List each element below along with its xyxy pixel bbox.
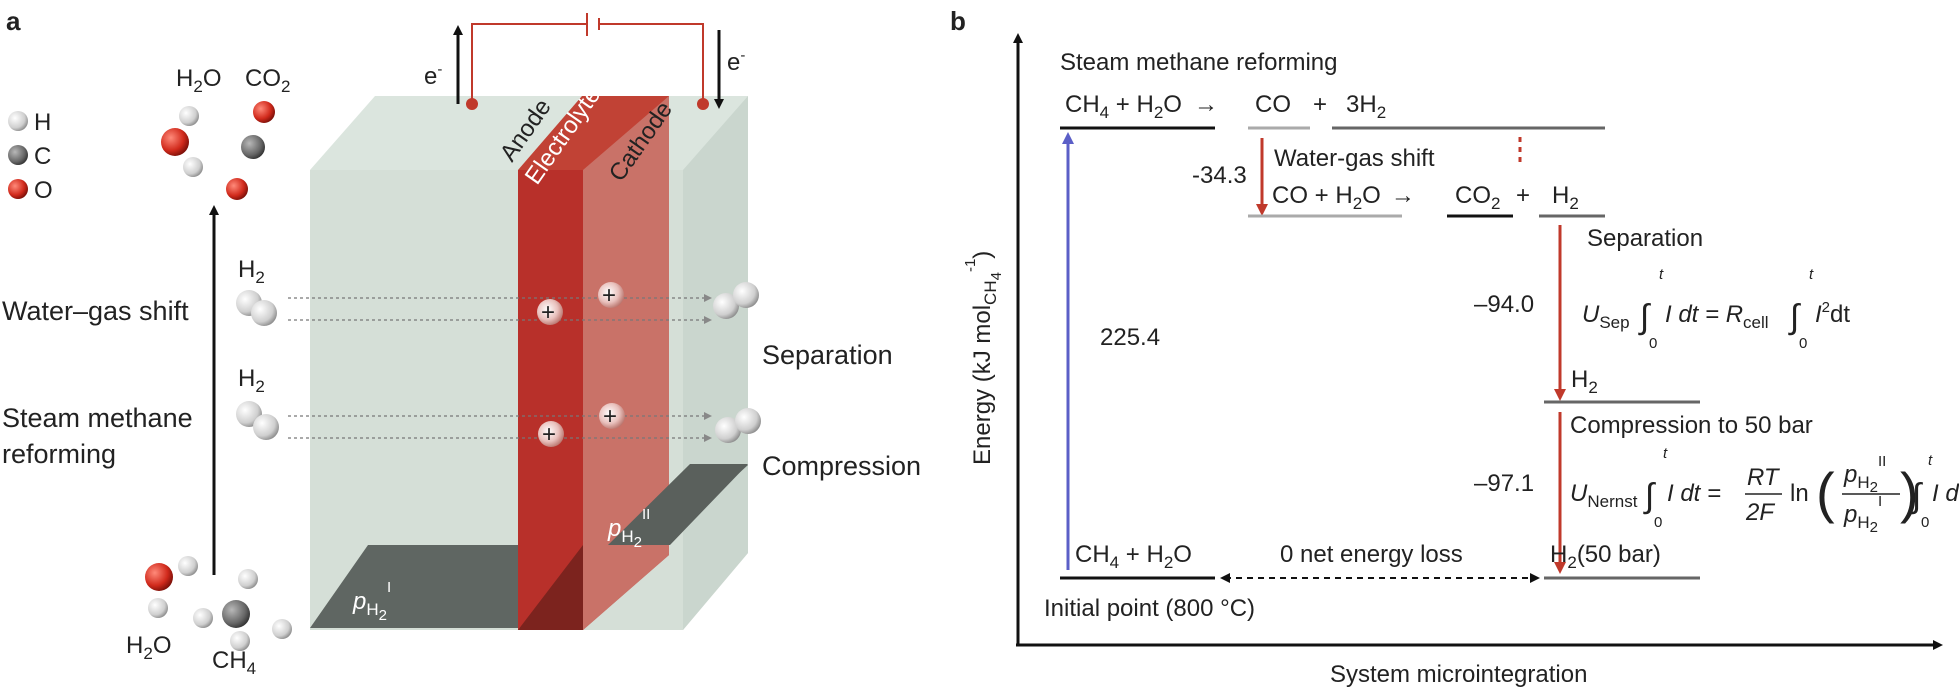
co2-molecule-icon [226, 101, 275, 200]
smr-title: Steam methane reforming [1060, 49, 1337, 76]
svg-text:+: + [541, 299, 555, 326]
svg-text:2F: 2F [1745, 499, 1775, 526]
svg-text:t: t [1663, 445, 1668, 462]
svg-text:I dt =: I dt = [1667, 480, 1721, 507]
svg-text:): ) [1900, 461, 1919, 524]
high-pressure-plate [608, 464, 748, 545]
svg-text:+: + [603, 403, 617, 430]
svg-text:(: ( [1816, 461, 1835, 524]
wgs-step-label: Water–gas shift [2, 296, 189, 326]
y-axis-label: Energy (kJ molCH4-1) [962, 251, 1005, 465]
svg-text:I2dt: I2dt [1815, 299, 1850, 328]
carbon-atom-icon [8, 145, 28, 165]
panel-b-label: b [950, 6, 966, 36]
svg-text:pH2I: pH2I [1843, 493, 1882, 536]
net-loss-label: 0 net energy loss [1280, 541, 1463, 568]
separation-title: Separation [1587, 225, 1703, 252]
wgs-energy-value: -34.3 [1192, 162, 1247, 189]
smr-plus: + [1313, 91, 1327, 118]
smr-reactants: CH4 + H2O→ [1065, 91, 1218, 122]
smr-co: CO [1255, 91, 1291, 118]
h2-upper-label: H2 [238, 256, 265, 287]
compression-title: Compression to 50 bar [1570, 412, 1813, 439]
proton-ions: + + + + [537, 282, 625, 448]
bottom-h2o-label: H2O [126, 632, 171, 663]
legend-h-label: H [34, 109, 51, 136]
h2-50bar-label: H2(50 bar) [1550, 541, 1661, 572]
electrolyte-front [518, 170, 583, 630]
hydrogen-atom-icon [8, 111, 28, 131]
separation-energy-value: –94.0 [1474, 291, 1534, 318]
smr-step-label-2: reforming [2, 439, 116, 469]
svg-text:t: t [1809, 266, 1814, 283]
svg-text:0: 0 [1654, 514, 1662, 531]
proton-transport-lines [288, 294, 712, 442]
wgs-reactants: CO + H2O→ [1272, 182, 1415, 213]
ch4-molecule-icon [193, 569, 292, 651]
electron-left-label: e- [424, 61, 442, 90]
svg-text:∫: ∫ [1788, 298, 1801, 336]
separation-equation: USep t ∫ 0 I dt = Rcell t ∫ 0 I2dt [1582, 266, 1850, 352]
svg-text:RT: RT [1747, 464, 1781, 491]
top-h2o-label: H2O [176, 65, 221, 96]
h2-mid-label: H2 [1571, 366, 1598, 397]
reforming-energy-value: 225.4 [1100, 324, 1160, 351]
top-co2-label: CO2 [245, 65, 290, 96]
h2-separated-molecule-icon [713, 282, 759, 319]
svg-text:I dt = Rcell: I dt = Rcell [1665, 301, 1769, 332]
h2-compressed-molecule-icon [715, 408, 761, 443]
compression-output-label: Compression [762, 451, 921, 481]
oxygen-atom-icon [8, 179, 28, 199]
legend-o-label: O [34, 177, 53, 204]
wgs-co2: CO2 [1455, 182, 1500, 213]
svg-text:∫: ∫ [1638, 298, 1651, 336]
svg-text:0: 0 [1649, 335, 1657, 352]
svg-text:UNernst: UNernst [1570, 480, 1638, 511]
svg-text:USep: USep [1582, 301, 1630, 332]
h2o-molecule-bottom-icon [145, 556, 198, 618]
wgs-h2: H2 [1552, 182, 1579, 213]
compression-energy-value: –97.1 [1474, 470, 1534, 497]
pressure-low-label: pH2I [352, 579, 391, 624]
svg-text:t: t [1659, 266, 1664, 283]
svg-text:+: + [542, 421, 556, 448]
h2-lower-label: H2 [238, 365, 265, 396]
cathode-layer [583, 96, 669, 630]
panel-a-label: a [6, 6, 21, 36]
electrochemical-cell [310, 96, 748, 630]
svg-text:∫: ∫ [1910, 477, 1923, 515]
svg-text:I dt: I dt [1932, 480, 1959, 507]
legend-c-label: C [34, 143, 51, 170]
svg-text:ln: ln [1790, 480, 1809, 507]
svg-text:0: 0 [1799, 335, 1807, 352]
electron-right-label: e- [727, 47, 745, 76]
svg-text:+: + [602, 282, 616, 309]
svg-text:0: 0 [1921, 514, 1929, 531]
svg-text:t: t [1928, 452, 1933, 469]
h2o-molecule-top-icon [161, 106, 203, 177]
initial-point-label: Initial point (800 °C) [1044, 595, 1255, 622]
h2-lower-molecule-icon [236, 401, 279, 440]
wgs-title: Water-gas shift [1274, 145, 1435, 172]
cell-box-side [683, 96, 748, 630]
atom-legend: H C O [8, 109, 53, 204]
nernst-equation: UNernst t ∫ 0 I dt = RT 2F ln ( pH2II pH… [1570, 445, 1959, 536]
initial-reactants: CH4 + H2O [1075, 541, 1192, 572]
smr-3h2: 3H2 [1346, 91, 1386, 122]
external-circuit [466, 13, 709, 110]
x-axis-label: System microintegration [1330, 661, 1587, 688]
separation-output-label: Separation [762, 340, 893, 370]
h2-upper-molecule-icon [236, 290, 277, 326]
bottom-ch4-label: CH4 [212, 647, 256, 678]
wgs-plus: + [1516, 182, 1530, 209]
pressure-high-label: pH2II [607, 506, 650, 551]
svg-text:∫: ∫ [1643, 477, 1656, 515]
smr-step-label-1: Steam methane [2, 403, 193, 433]
svg-text:pH2II: pH2II [1843, 453, 1886, 496]
